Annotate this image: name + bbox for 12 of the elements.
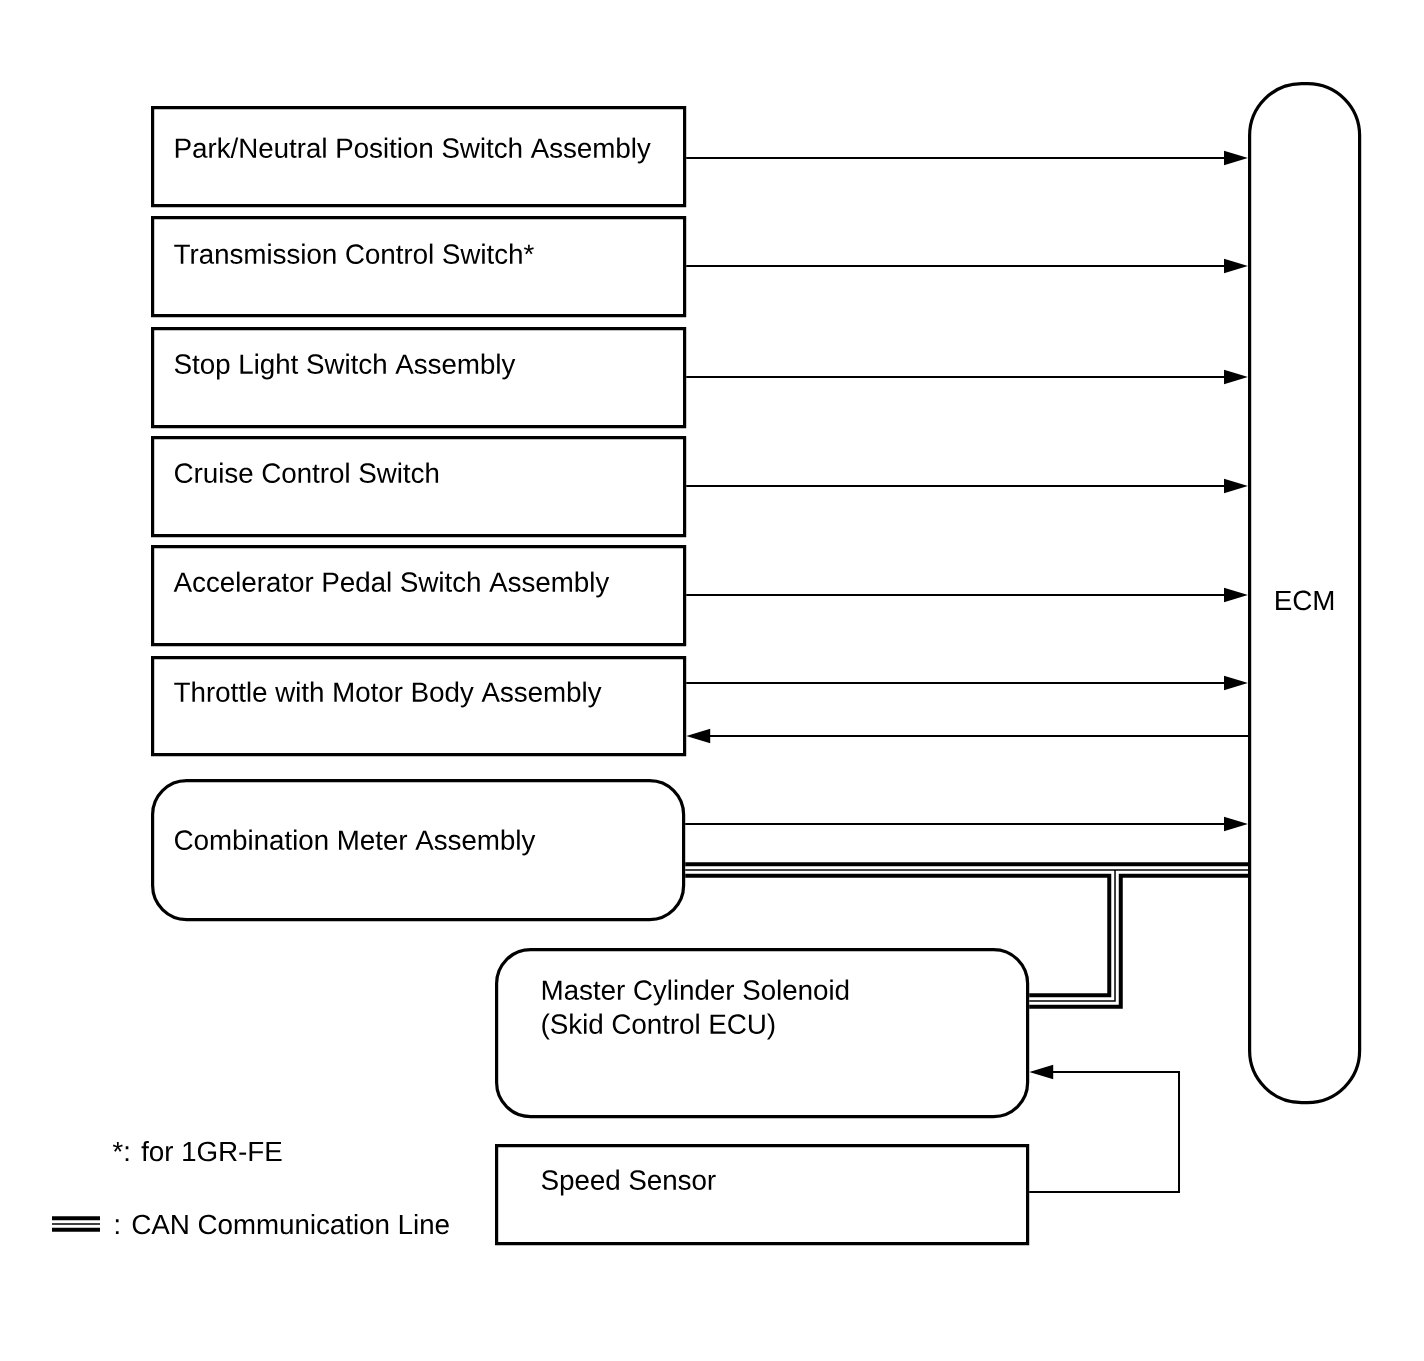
- rounded-box: Master Cylinder Solenoid (Skid Control ECU): [495, 948, 1030, 1119]
- component-box: Accelerator Pedal Switch Assembly: [151, 545, 687, 647]
- component-box: Throttle with Motor Body Assembly: [151, 656, 687, 757]
- component-box: Stop Light Switch Assembly: [151, 327, 687, 429]
- component-box: Speed Sensor: [495, 1144, 1030, 1246]
- component-box: Transmission Control Switch*: [151, 216, 687, 318]
- legend-text: : CAN Communication Line: [115, 1213, 449, 1235]
- component-box: Cruise Control Switch: [151, 436, 687, 538]
- component-box: Park/Neutral Position Switch Assembly: [151, 106, 687, 208]
- rounded-box: ECM: [1248, 82, 1362, 1105]
- footnote: *: for 1GR-FE: [112, 1140, 282, 1162]
- rounded-box: Combination Meter Assembly: [151, 779, 686, 922]
